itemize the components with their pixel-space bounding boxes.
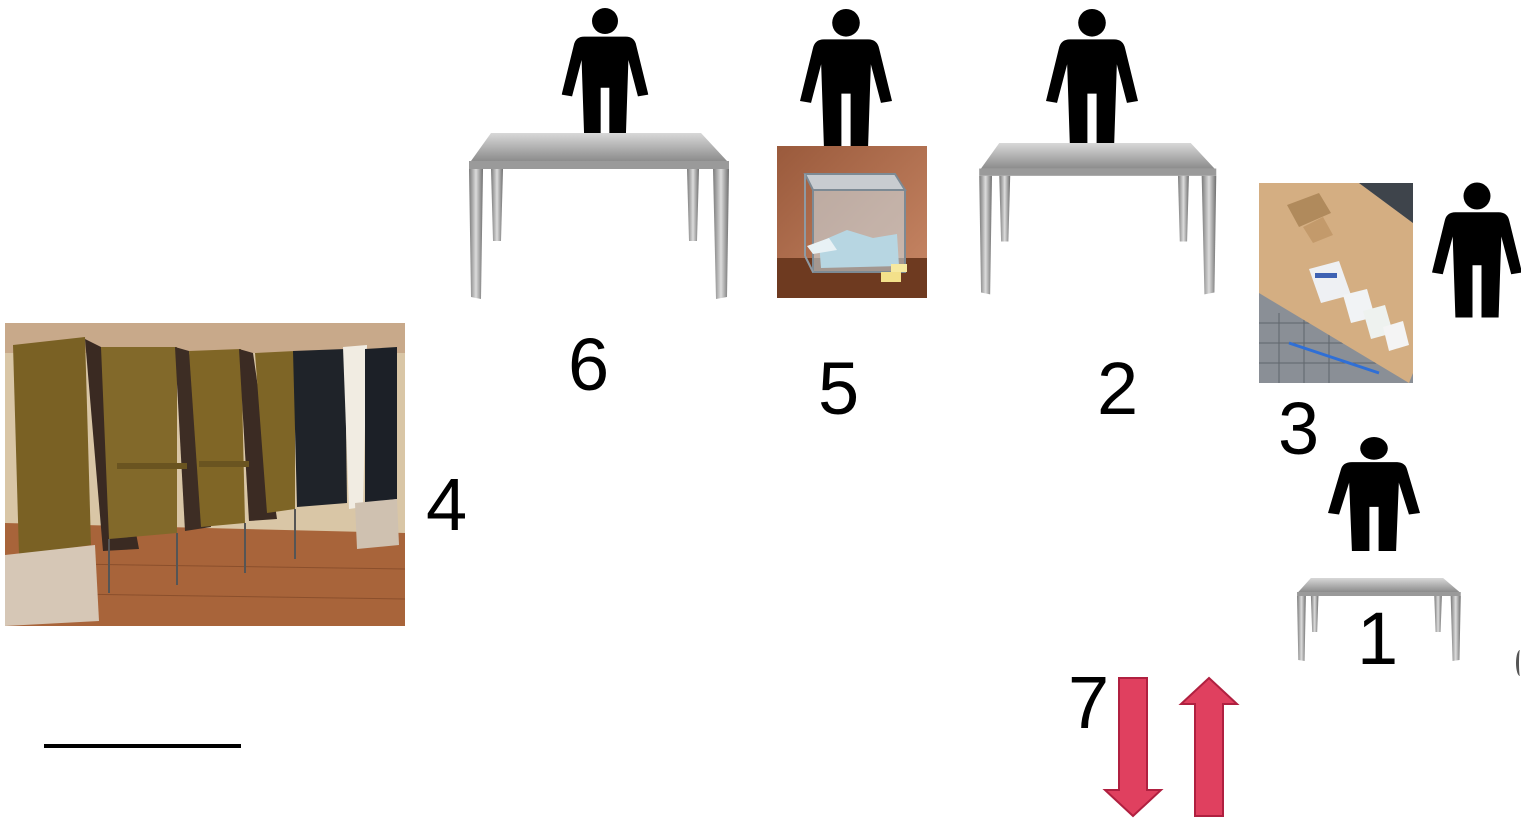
person-icon-station-3 <box>1432 180 1521 320</box>
station-number-5: 5 <box>818 352 859 426</box>
divider-line <box>44 744 241 748</box>
entrance-arrow-up <box>1178 676 1240 818</box>
edge-fragment <box>1516 650 1521 676</box>
station-number-4: 4 <box>426 468 467 542</box>
voting-booths-photo <box>5 323 405 626</box>
exit-arrow-down <box>1102 676 1164 818</box>
ballot-papers-photo <box>1259 183 1413 383</box>
station-number-3: 3 <box>1278 392 1319 466</box>
person-icon-station-1 <box>1328 437 1420 551</box>
table-station-6 <box>460 133 732 303</box>
ballot-box-photo <box>777 146 927 298</box>
person-icon-station-5 <box>800 8 892 148</box>
person-icon-station-2 <box>1046 8 1138 148</box>
station-number-1: 1 <box>1357 602 1398 676</box>
table-station-2 <box>971 143 1219 298</box>
person-icon-station-6 <box>560 8 650 138</box>
station-number-2: 2 <box>1097 352 1138 426</box>
station-number-6: 6 <box>568 328 609 402</box>
